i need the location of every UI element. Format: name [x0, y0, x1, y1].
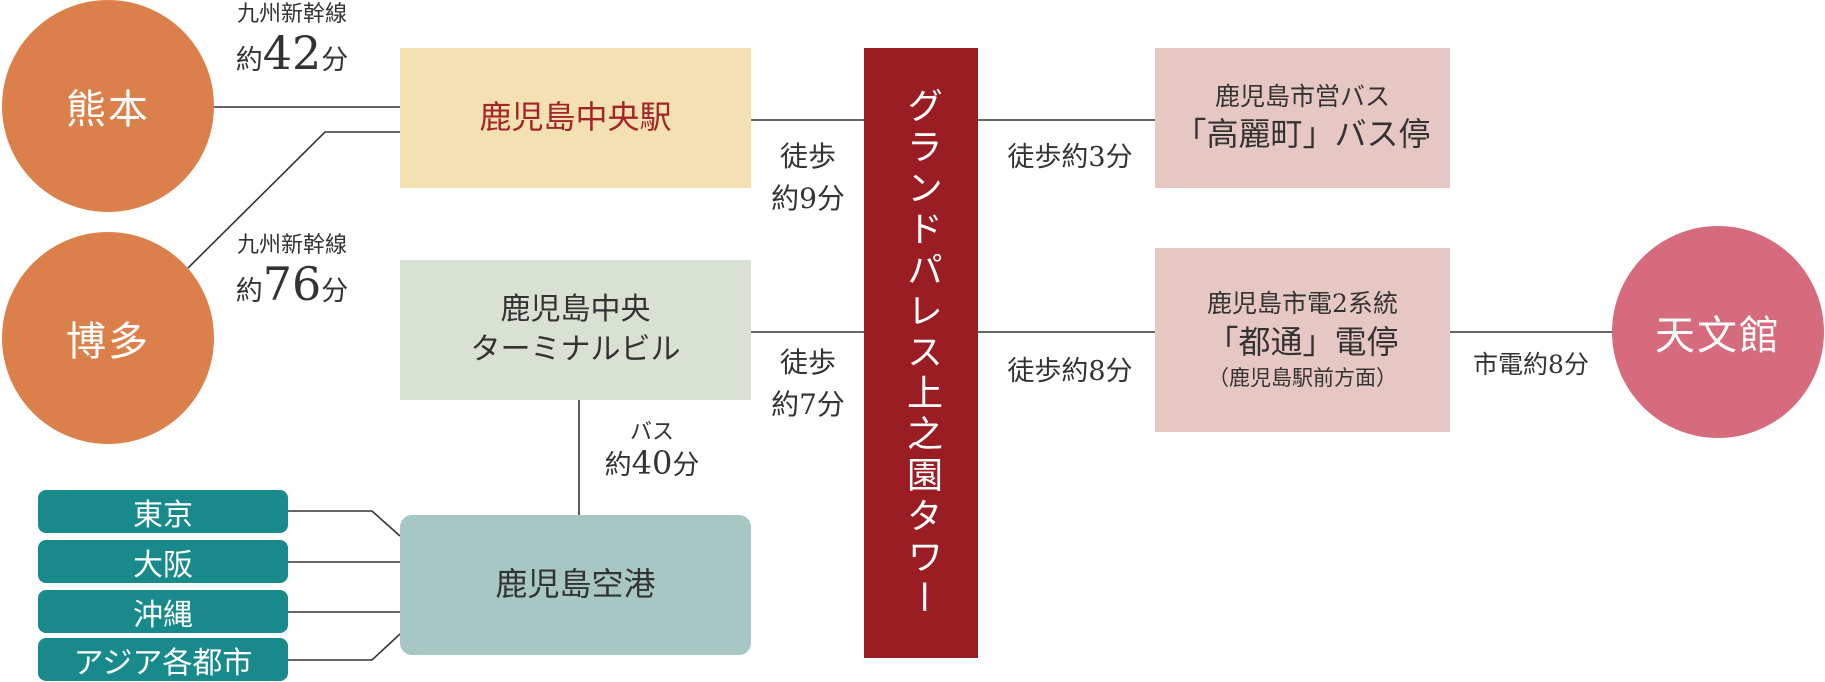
kumamoto-route-label: 九州新幹線 約42分: [222, 2, 362, 76]
hakata-line-name: 九州新幹線: [236, 233, 347, 258]
kumamoto-time-unit: 分: [321, 45, 349, 77]
city-label-asia: アジア各都市: [73, 645, 253, 681]
terminal-walk-line1: 徒歩: [779, 346, 836, 379]
bus-time-number: 40: [631, 444, 673, 483]
airport-box: 鹿児島空港: [400, 515, 751, 655]
terminal-walk-label: 徒歩 約7分: [758, 342, 858, 426]
kumamoto-label: 熊本: [66, 87, 150, 133]
tram-time-text: 市電約8分: [1473, 350, 1589, 379]
hakata-to-station-line: [187, 131, 400, 269]
city-pill-asia: アジア各都市: [38, 638, 288, 681]
bus-stop-name: 「高麗町」バス停: [1174, 115, 1431, 154]
airport-label: 鹿児島空港: [495, 565, 656, 604]
bus-time-unit: 分: [672, 450, 700, 482]
tram-line-label: 鹿児島市電2系統: [1207, 289, 1398, 319]
hakata-time-unit: 分: [321, 276, 349, 308]
hakata-time-number: 76: [262, 257, 322, 312]
tower-box: グランドパレス上之園タワー: [864, 48, 978, 658]
station-walk-label: 徒歩 約9分: [758, 136, 858, 220]
tokyo-to-airport-line: [288, 510, 401, 537]
terminal-walk-line2: 約7分: [771, 388, 845, 421]
terminal-label-line2: ターミナルビル: [470, 332, 681, 367]
bus-time-prefix: 約: [604, 450, 632, 482]
kumamoto-circle: 熊本: [2, 0, 214, 212]
station-walk-line1: 徒歩: [779, 140, 836, 173]
kumamoto-time-prefix: 約: [235, 45, 263, 77]
city-pill-osaka: 大阪: [38, 540, 288, 583]
hakata-time-prefix: 約: [235, 276, 263, 308]
city-label-tokyo: 東京: [133, 497, 193, 533]
city-label-osaka: 大阪: [133, 547, 193, 583]
tram-time-label: 市電約8分: [1456, 350, 1606, 380]
terminal-label-line1: 鹿児島中央: [500, 291, 651, 327]
tram-direction-label: （鹿児島駅前方面）: [1208, 366, 1397, 391]
tram-stop-walk-label: 徒歩約8分: [995, 356, 1145, 388]
city-label-okinawa: 沖縄: [133, 597, 193, 633]
tram-stop-walk-text: 徒歩約8分: [1007, 356, 1133, 387]
tenmonkan-label: 天文館: [1655, 313, 1781, 359]
station-walk-line2: 約9分: [771, 182, 845, 215]
asia-to-airport-line: [288, 633, 401, 661]
bus-label: バス: [629, 420, 674, 445]
hakata-label: 博多: [66, 319, 150, 365]
terminal-building-box: 鹿児島中央 ターミナルビル: [400, 260, 751, 400]
bus-time-label: バス 約40分: [592, 420, 712, 482]
tenmonkan-circle: 天文館: [1612, 226, 1824, 438]
central-station-box: 鹿児島中央駅: [400, 48, 751, 188]
bus-stop-box: 鹿児島市営バス 「高麗町」バス停: [1155, 48, 1450, 188]
city-pill-tokyo: 東京: [38, 490, 288, 533]
tower-name: グランドパレス上之園タワー: [901, 86, 942, 620]
bus-stop-walk-label: 徒歩約3分: [995, 142, 1145, 174]
tram-stop-name: 「都通」電停: [1206, 323, 1399, 362]
hakata-route-label: 九州新幹線 約76分: [222, 233, 362, 307]
central-station-label: 鹿児島中央駅: [479, 98, 672, 137]
city-pill-okinawa: 沖縄: [38, 590, 288, 633]
kumamoto-line-name: 九州新幹線: [236, 2, 347, 27]
bus-stop-walk-text: 徒歩約3分: [1007, 142, 1133, 173]
tram-stop-box: 鹿児島市電2系統 「都通」電停 （鹿児島駅前方面）: [1155, 248, 1450, 432]
kumamoto-time-number: 42: [262, 26, 322, 81]
bus-operator-label: 鹿児島市営バス: [1214, 81, 1390, 111]
hakata-circle: 博多: [2, 232, 214, 444]
